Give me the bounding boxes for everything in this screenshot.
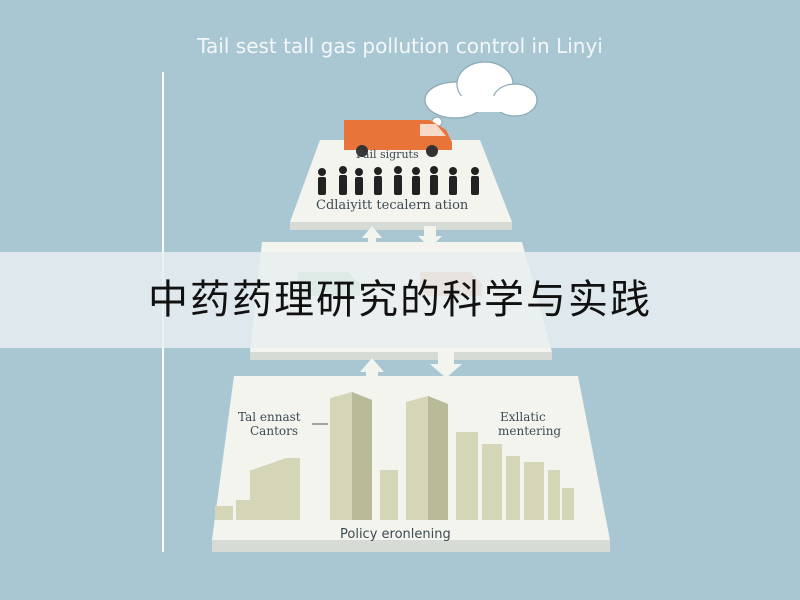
diagram-title: Tail sest tall gas pollution control in … (197, 34, 603, 58)
bottom-left-label-line1: Tal ennast (238, 410, 301, 424)
top-tier-heading: Fail sigruts (356, 148, 419, 161)
people-icons (318, 166, 479, 195)
building-shadows (352, 392, 448, 520)
cloud-icon (424, 61, 538, 138)
banner-title: 中药药理研究的科学与实践 (148, 277, 652, 323)
bottom-right-label-line2: mentering (498, 424, 562, 438)
bottom-right-label-line1: Exllatic (500, 410, 546, 424)
orange-van-icon (344, 120, 452, 157)
bottom-left-label-line2: Cantors (250, 424, 299, 438)
bottom-tier-caption: Policy eronlening (340, 527, 451, 542)
overlay-banner (0, 252, 800, 348)
arrows-top-middle (362, 226, 442, 248)
top-tier-caption: Cdlaiyitt tecalern ation (316, 198, 469, 213)
